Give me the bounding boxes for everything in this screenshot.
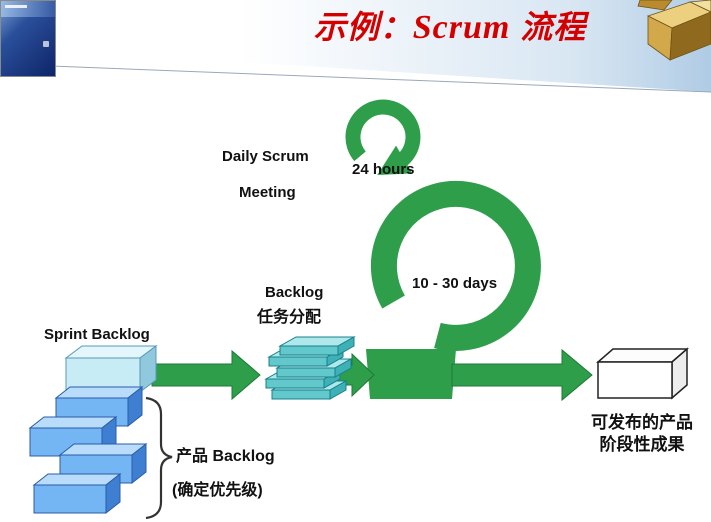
label-sprint-backlog: Sprint Backlog bbox=[44, 326, 150, 343]
label-release-line2: 阶段性成果 bbox=[599, 435, 685, 454]
product-backlog-bricks bbox=[28, 385, 148, 515]
label-daily-scrum-meeting: Meeting bbox=[239, 184, 296, 201]
label-backlog-cn: 任务分配 bbox=[257, 309, 322, 326]
title-prefix: 示例： bbox=[313, 9, 413, 45]
sprint-loop-arrowhead-block bbox=[366, 349, 456, 399]
label-backlog-en: Backlog bbox=[265, 284, 324, 301]
flow-arrow-sprint-to-tasks bbox=[151, 349, 261, 401]
title-scrum-word: Scrum bbox=[412, 9, 511, 46]
label-release-line1: 可发布的产品 bbox=[591, 413, 693, 432]
decor-swoosh bbox=[0, 0, 711, 93]
label-24-hours: 24 hours bbox=[352, 161, 415, 178]
release-box bbox=[595, 347, 690, 400]
thumbnail-content-dot bbox=[43, 41, 49, 47]
slide-title: 示例：Scrum 流程 bbox=[230, 2, 670, 48]
label-product-backlog: 产品 Backlog bbox=[176, 448, 275, 465]
title-suffix: 流程 bbox=[510, 9, 587, 45]
daily-scrum-loop bbox=[345, 99, 421, 175]
sprint-backlog-box bbox=[64, 345, 158, 393]
flow-arrow-to-release bbox=[451, 348, 593, 402]
cardboard-boxes-graphic bbox=[637, 0, 711, 61]
slide-thumbnail[interactable] bbox=[0, 0, 56, 77]
sprint-loop bbox=[366, 180, 541, 399]
label-10-30-days: 10 - 30 days bbox=[412, 275, 498, 292]
task-stack bbox=[264, 336, 356, 400]
thumbnail-header-band bbox=[1, 1, 55, 17]
thumbnail-text-mark bbox=[5, 5, 27, 8]
daily-loop-arrowhead bbox=[377, 145, 413, 175]
label-daily-scrum: Daily Scrum bbox=[222, 148, 309, 165]
label-product-backlog-note: (确定优先级) bbox=[172, 482, 263, 499]
curly-brace bbox=[145, 396, 173, 520]
